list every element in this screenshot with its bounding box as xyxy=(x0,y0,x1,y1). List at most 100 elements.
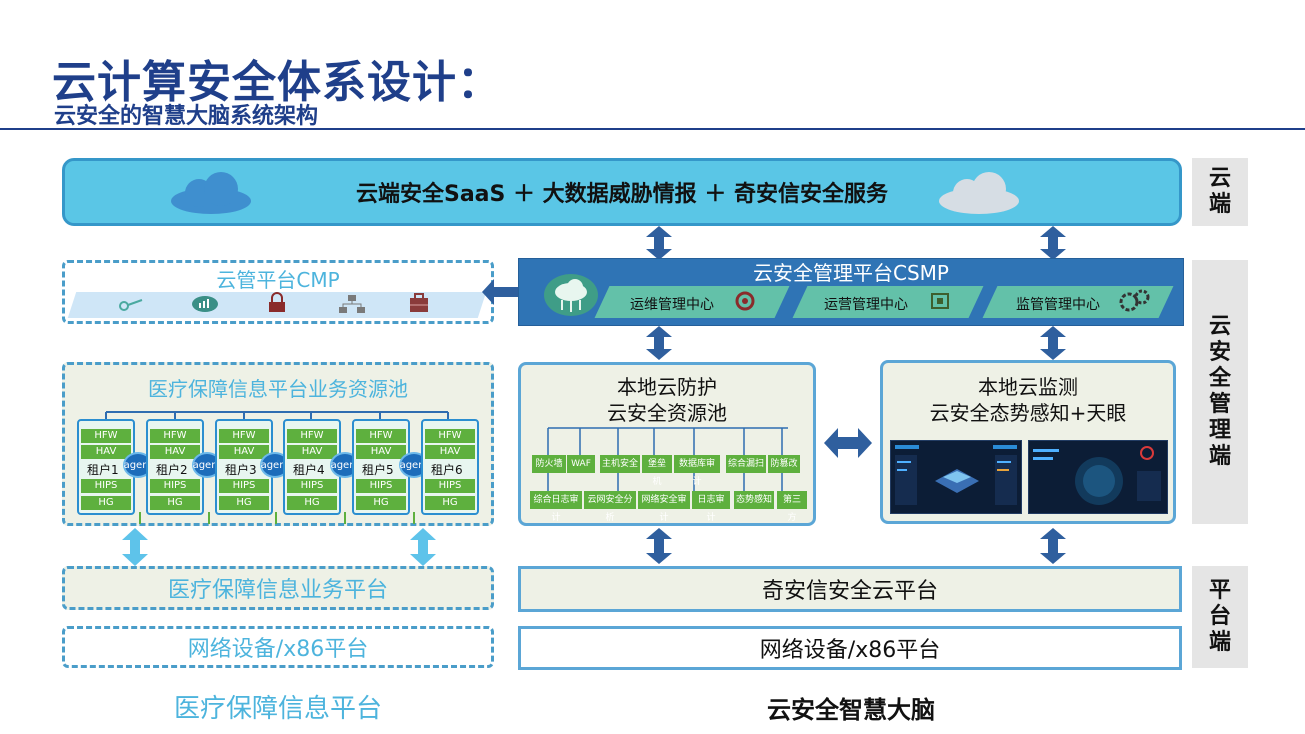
side-tab-char: 理 xyxy=(1208,418,1231,443)
tenant-label: 租户4 xyxy=(293,463,325,477)
medical-pool-title: 医疗保障信息平台业务资源池 xyxy=(148,377,408,401)
firewall-tag: 防火墙 xyxy=(532,455,566,473)
tenant-label: 租户5 xyxy=(362,463,394,477)
hfw-tag: HFW xyxy=(287,429,337,443)
page-title: 云计算安全体系设计： xyxy=(52,57,502,108)
csmp-title: 云安全管理平台CSMP xyxy=(753,261,949,285)
tenant-label: 租户1 xyxy=(87,463,119,477)
title-divider xyxy=(0,128,1305,130)
side-tab-char: 云 xyxy=(1208,166,1231,191)
tenant-card-6: HFW HAV 租户6 HIPS HG xyxy=(421,419,479,515)
third-party-tag: 第三方 xyxy=(777,491,807,523)
hips-tag: HIPS xyxy=(150,479,200,493)
hips-tag: HIPS xyxy=(219,479,269,493)
operation-center-label: 运营管理中心 xyxy=(824,297,908,313)
log-audit-tag: 日志审计 xyxy=(692,491,730,523)
tenant-label: 租户3 xyxy=(225,463,257,477)
dashboard-graphic xyxy=(895,445,1017,505)
hav-tag: HAV xyxy=(425,445,475,459)
local-protection-subtitle: 云安全资源池 xyxy=(607,401,727,425)
double-arrow-vertical-icon xyxy=(1040,528,1066,564)
hfw-tag: HFW xyxy=(219,429,269,443)
double-arrow-vertical-icon xyxy=(646,528,672,564)
supervision-center-label: 监管管理中心 xyxy=(1016,297,1100,313)
hav-tag: HAV xyxy=(81,445,131,459)
hips-tag: HIPS xyxy=(81,479,131,493)
double-arrow-vertical-icon xyxy=(646,226,672,260)
side-tab-platform-end: 平 台 端 xyxy=(1192,566,1248,668)
side-tab-char: 台 xyxy=(1208,604,1231,629)
hg-tag: HG xyxy=(356,496,406,510)
log-audit-integrated-tag: 综合日志审计 xyxy=(530,491,582,523)
tenant-card-1: HFW HAV 租户1 HIPS HG xyxy=(77,419,135,515)
qianxin-cloud-platform: 奇安信安全云平台 xyxy=(518,566,1182,612)
hg-tag: HG xyxy=(425,496,475,510)
hips-tag: HIPS xyxy=(287,479,337,493)
side-tab-char: 云 xyxy=(1208,314,1231,339)
side-tab-char: 端 xyxy=(1208,192,1231,217)
network-icon xyxy=(339,295,365,313)
hg-tag: HG xyxy=(81,496,131,510)
dashboard-screenshot-left xyxy=(890,440,1022,514)
cmp-title: 云管平台CMP xyxy=(216,268,340,292)
side-tab-char: 平 xyxy=(1208,578,1231,603)
hg-tag: HG xyxy=(219,496,269,510)
hav-tag: HAV xyxy=(150,445,200,459)
signal-icon xyxy=(192,296,218,312)
hav-tag: HAV xyxy=(356,445,406,459)
waf-tag: WAF xyxy=(567,455,595,473)
tenant-label: 租户2 xyxy=(156,463,188,477)
double-arrow-vertical-icon xyxy=(1040,226,1066,260)
side-tab-char: 安 xyxy=(1208,340,1231,365)
network-x86-left: 网络设备/x86平台 xyxy=(62,626,494,668)
chip-icon xyxy=(931,293,949,309)
page-subtitle: 云安全的智慧大脑系统架构 xyxy=(54,104,319,129)
local-monitoring-subtitle: 云安全态势感知+天眼 xyxy=(929,401,1127,425)
cycle-gear-icon xyxy=(735,291,755,311)
cloud-banner-text: 云端安全SaaS ＋ 大数据威胁情报 ＋ 奇安信安全服务 xyxy=(355,182,889,207)
anti-tamper-tag: 防篡改 xyxy=(768,455,800,473)
double-arrow-vertical-icon xyxy=(1040,326,1066,360)
bastion-host-tag: 堡垒机 xyxy=(642,455,672,487)
hav-tag: HAV xyxy=(219,445,269,459)
medical-platform-caption: 医疗保障信息平台 xyxy=(173,694,382,724)
side-tab-management-end: 云 安 全 管 理 端 xyxy=(1192,260,1248,524)
cloud-icon-left xyxy=(171,172,251,214)
network-x86-right: 网络设备/x86平台 xyxy=(518,626,1182,670)
hfw-tag: HFW xyxy=(81,429,131,443)
local-protection-title: 本地云防护 xyxy=(617,375,717,399)
key-icon xyxy=(119,299,143,311)
double-arrow-vertical-icon xyxy=(646,326,672,360)
side-tab-char: 管 xyxy=(1208,392,1231,417)
cloud-saas-banner: 云端安全SaaS ＋ 大数据威胁情报 ＋ 奇安信安全服务 xyxy=(62,158,1182,226)
cloud-network-analysis-tag: 云网安全分析 xyxy=(584,491,636,523)
globe-dashboard-graphic xyxy=(1033,446,1161,505)
cloud-icon-right xyxy=(939,172,1019,214)
side-tab-char: 端 xyxy=(1208,630,1231,655)
double-arrow-horizontal-icon xyxy=(824,428,872,458)
hfw-tag: HFW xyxy=(425,429,475,443)
network-audit-tag: 网络安全审计 xyxy=(638,491,690,523)
side-tab-cloud-end: 云 端 xyxy=(1192,158,1248,226)
situation-awareness-tag: 态势感知 xyxy=(734,491,774,509)
tenant-bus-lines xyxy=(105,411,449,524)
firewall-icon xyxy=(410,293,428,312)
cloud-brain-icon xyxy=(544,274,598,316)
hfw-tag: HFW xyxy=(150,429,200,443)
hg-tag: HG xyxy=(150,496,200,510)
side-tab-char: 端 xyxy=(1208,444,1231,469)
hips-tag: HIPS xyxy=(425,479,475,493)
hips-tag: HIPS xyxy=(356,479,406,493)
host-security-tag: 主机安全 xyxy=(600,455,640,473)
database-audit-tag: 数据库审计 xyxy=(674,455,720,487)
hfw-tag: HFW xyxy=(356,429,406,443)
dashboard-screenshot-right xyxy=(1028,440,1168,514)
double-arrow-vertical-light-icon xyxy=(122,528,148,566)
vuln-scan-tag: 综合漏扫 xyxy=(726,455,766,473)
cloud-brain-caption: 云安全智慧大脑 xyxy=(767,696,935,724)
lock-icon xyxy=(269,292,285,312)
ops-center-label: 运维管理中心 xyxy=(630,297,714,313)
hav-tag: HAV xyxy=(287,445,337,459)
side-tab-char: 全 xyxy=(1208,366,1231,391)
tenant-label: 租户6 xyxy=(431,463,463,477)
